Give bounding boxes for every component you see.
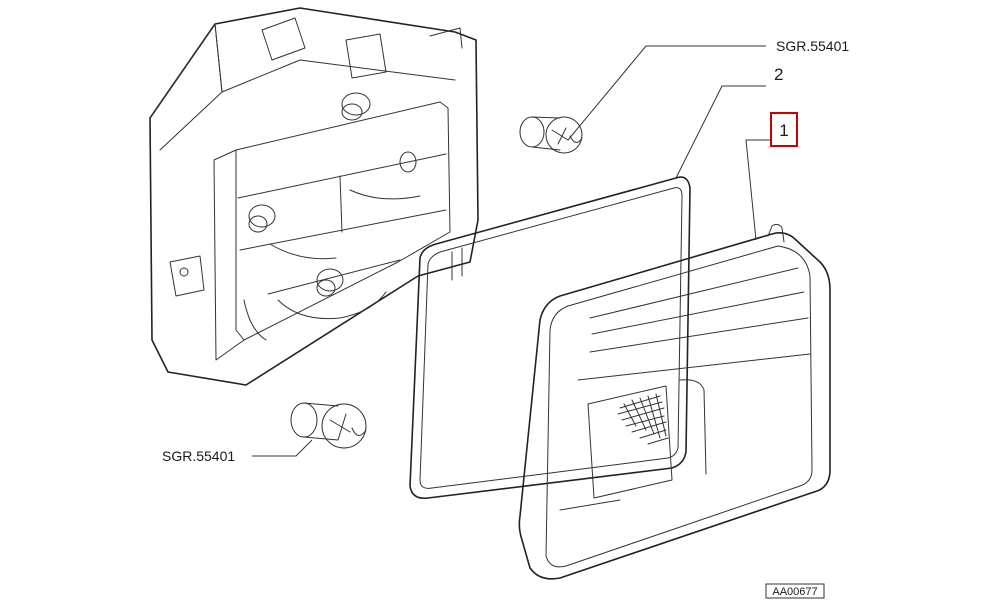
leader-lines <box>252 45 770 457</box>
callout-bulb-bottom: SGR.55401 <box>162 448 235 464</box>
lens <box>518 223 831 580</box>
socket-boss <box>341 92 371 121</box>
drawing-ref-label: AA00677 <box>772 586 817 598</box>
bulb-top <box>519 116 583 154</box>
callout-part-1-box: 1 <box>770 112 798 147</box>
callout-bulb-top: SGR.55401 <box>776 38 849 54</box>
socket-boss <box>248 204 276 233</box>
socket-boss <box>316 268 344 297</box>
lens-shading <box>617 393 669 445</box>
callout-part-2: 2 <box>774 65 783 84</box>
lamp-housing <box>149 7 479 386</box>
bulb-bottom <box>290 402 367 449</box>
gasket <box>409 176 691 500</box>
drawing-reference: AA00677 <box>765 583 825 599</box>
callout-part-1: 1 <box>779 121 788 140</box>
socket-boss <box>399 151 417 173</box>
